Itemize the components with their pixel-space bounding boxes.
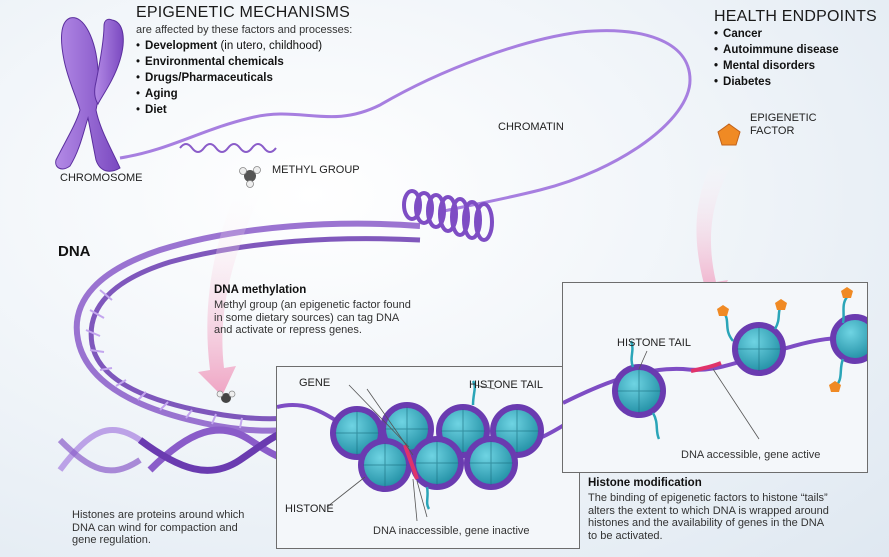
mechanism-item: Development (in utero, childhood)	[136, 40, 322, 52]
histone-modification-title: Histone modification	[588, 477, 702, 489]
chromosome-shape	[55, 17, 124, 172]
histone-modification-arrow	[692, 150, 740, 304]
dna-label: DNA	[58, 243, 91, 260]
methyl-group-label: METHYL GROUP	[272, 164, 360, 176]
epigenetic-factor-icon	[717, 123, 741, 146]
mechanism-item: Diet	[136, 104, 322, 116]
methyl-group-icon	[239, 166, 261, 188]
histones-note: Histones are proteins around which DNA c…	[72, 509, 245, 547]
health-endpoints-title: HEALTH ENDPOINTS	[714, 8, 877, 25]
histone-label: HISTONE	[285, 503, 334, 515]
chromatin-label: CHROMATIN	[498, 121, 564, 133]
health-item: Mental disorders	[714, 60, 839, 72]
mechanism-item: Aging	[136, 88, 322, 100]
mechanisms-title: EPIGENETIC MECHANISMS	[136, 4, 351, 21]
inactive-nucleosomes	[276, 380, 580, 522]
histone-tail-label-left: HISTONE TAIL	[469, 379, 543, 391]
health-item: Diabetes	[714, 76, 839, 88]
dna-inaccessible-label: DNA inaccessible, gene inactive	[373, 525, 530, 537]
gene-label: GENE	[299, 377, 331, 389]
health-endpoints-list: Cancer Autoimmune disease Mental disorde…	[714, 28, 839, 92]
chromatin-coil	[402, 189, 494, 242]
chromatin-fiber	[119, 29, 692, 214]
mechanisms-subtitle: are affected by these factors and proces…	[136, 24, 353, 36]
dna-methylation-title: DNA methylation	[214, 284, 307, 296]
active-nucleosomes	[562, 287, 880, 440]
histone-modification-text: The binding of epigenetic factors to his…	[588, 492, 829, 542]
methyl-tag-on-dna	[216, 390, 236, 403]
methylation-arrow	[198, 186, 262, 396]
active-chromatin-inset: HISTONE TAIL DNA accessible, gene active	[562, 282, 880, 473]
mechanism-item: Environmental chemicals	[136, 56, 322, 68]
chromosome-label: CHROMOSOME	[60, 172, 143, 184]
dna-accessible-label: DNA accessible, gene active	[681, 449, 821, 461]
health-item: Autoimmune disease	[714, 44, 839, 56]
mechanism-item: Drugs/Pharmaceuticals	[136, 72, 322, 84]
inactive-chromatin-inset: GENE HISTONE TAIL HISTONE DNA inaccessib…	[276, 366, 580, 549]
health-item: Cancer	[714, 28, 839, 40]
histone-tail-label-right: HISTONE TAIL	[617, 337, 691, 349]
mechanisms-list: Development (in utero, childhood) Enviro…	[136, 40, 322, 120]
epigenetic-factor-label: EPIGENETIC FACTOR	[750, 112, 817, 137]
dna-methylation-text: Methyl group (an epigenetic factor found…	[214, 299, 411, 337]
